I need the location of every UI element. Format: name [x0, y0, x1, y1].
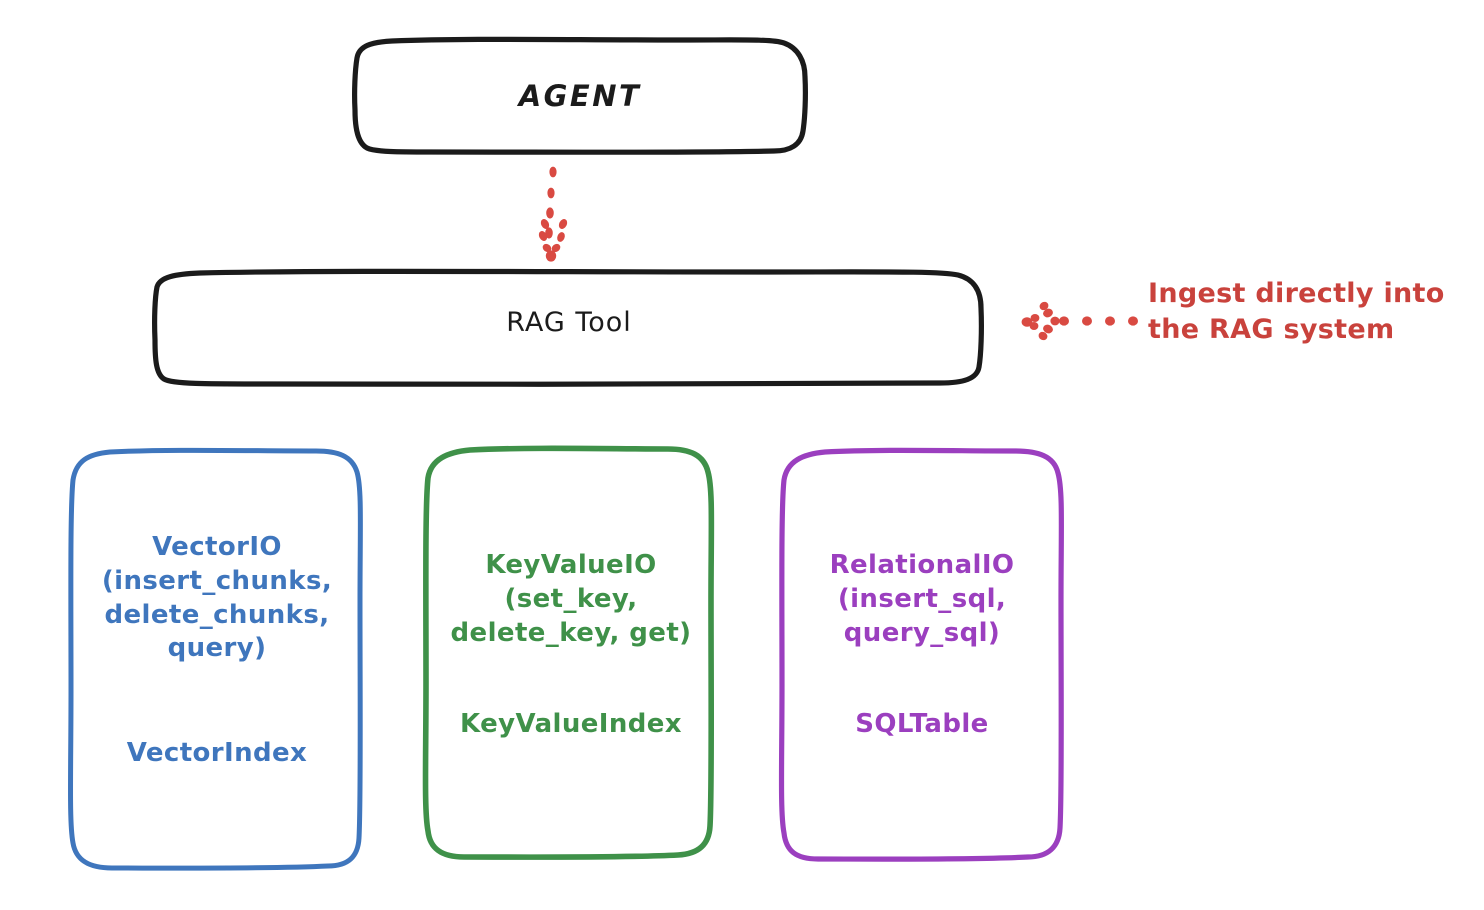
connector-agent-to-rag-icon [538, 166, 568, 262]
ingest-annotation-label: Ingest directly into the RAG system [1148, 278, 1445, 346]
relational-index-label: SQLTable [855, 709, 989, 739]
vector-index-label: VectorIndex [126, 738, 308, 768]
vector-io-box-outline [68, 447, 363, 871]
vector-io-node[interactable] [68, 447, 363, 871]
keyvalue-io-api-label: KeyValueIO (set_key, delete_key, get) [450, 550, 692, 648]
agent-node[interactable] [352, 36, 808, 155]
keyvalue-io-node[interactable] [422, 445, 715, 860]
connector-ingest-to-rag-icon [1021, 301, 1138, 341]
rag-tool-node[interactable] [152, 268, 984, 387]
rag-tool-label: RAG Tool [506, 307, 632, 338]
agent-label: AGENT [518, 79, 642, 113]
rag-tool-box-outline [152, 268, 984, 387]
relational-io-api-label: RelationalIO (insert_sql, query_sql) [829, 550, 1015, 648]
relational-io-node[interactable] [778, 447, 1064, 862]
keyvalue-index-label: KeyValueIndex [460, 709, 682, 739]
vector-io-api-label: VectorIO (insert_chunks, delete_chunks, … [101, 532, 333, 664]
keyvalue-io-box-outline [422, 445, 715, 860]
relational-io-box-outline [778, 447, 1064, 862]
agent-box-outline [352, 36, 808, 155]
